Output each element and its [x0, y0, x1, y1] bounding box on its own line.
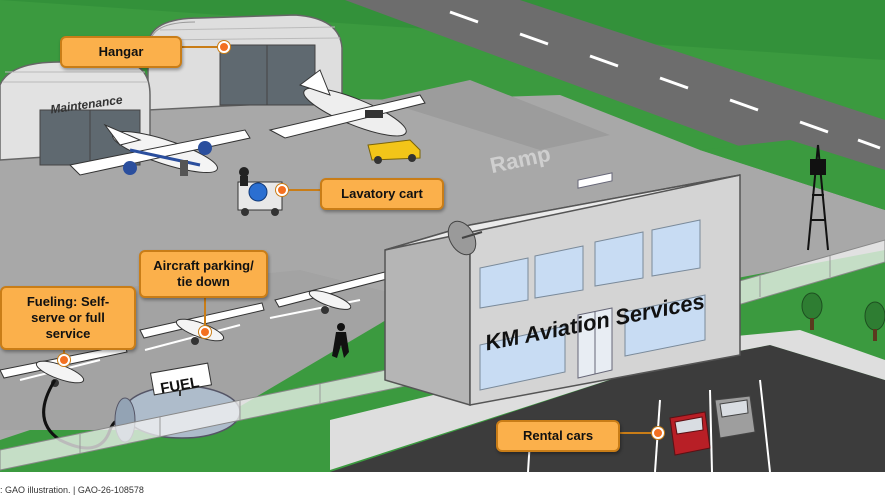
- rental-leader-line: [618, 432, 656, 434]
- rental-marker-dot: [652, 427, 664, 439]
- grass-right: [700, 140, 885, 210]
- fueling-marker-dot: [58, 354, 70, 366]
- trees: [801, 292, 885, 341]
- parking-lot: [330, 345, 885, 472]
- rental-cars-callout: Rental cars: [496, 420, 620, 452]
- hangar-callout: Hangar: [60, 36, 182, 68]
- airport-fbo-illustration: Maintenance Ramp: [0, 0, 885, 472]
- hangar-building: [147, 14, 343, 111]
- source-note: : GAO illustration. | GAO-26-108578: [0, 485, 144, 495]
- rental-car-red: [669, 411, 711, 456]
- taxiway: [380, 80, 610, 150]
- lavatory-cart-callout: Lavatory cart: [320, 178, 444, 210]
- aircraft-parking-callout: Aircraft parking/ tie down: [139, 250, 268, 298]
- rental-car-gray: [714, 395, 756, 439]
- lavatory-leader-line: [288, 189, 322, 191]
- lavatory-cart-vehicle: [237, 167, 283, 216]
- lavatory-marker-dot: [276, 184, 288, 196]
- satellite-dish: [447, 220, 483, 256]
- walking-person: [332, 323, 349, 358]
- fbo-building: [384, 172, 741, 407]
- tow-tug: [367, 139, 421, 164]
- hangar-leader-line: [180, 46, 220, 48]
- antenna-tower: [807, 144, 829, 251]
- runway-centerline: [449, 10, 881, 150]
- fuel-sign: FUEL: [159, 374, 201, 398]
- hangar-marker-dot: [218, 41, 230, 53]
- twin-turboprop-airplane: [68, 123, 251, 176]
- parking-leader-line: [204, 289, 206, 329]
- business-jet-airplane: [268, 69, 426, 139]
- parking-marker-dot: [199, 326, 211, 338]
- fueling-callout: Fueling: Self-serve or full service: [0, 286, 136, 350]
